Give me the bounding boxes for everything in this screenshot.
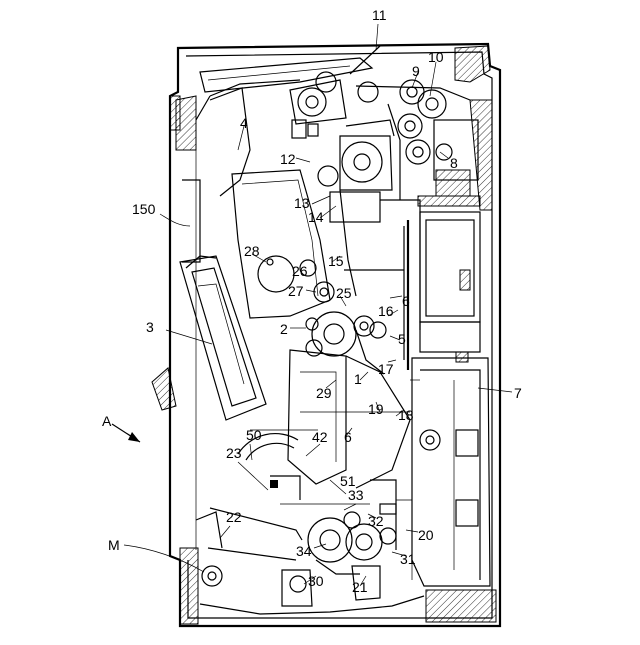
ref-26: 26 bbox=[292, 263, 308, 279]
ref-21: 21 bbox=[352, 579, 368, 595]
ref-29: 29 bbox=[316, 385, 332, 401]
ref-22: 22 bbox=[226, 509, 242, 525]
ref-M: M bbox=[108, 537, 120, 553]
laser-scanner-unit bbox=[418, 196, 480, 352]
ref-15: 15 bbox=[328, 253, 344, 269]
central-heater-block bbox=[318, 120, 394, 222]
ref-23: 23 bbox=[226, 445, 242, 461]
ref-10: 10 bbox=[428, 49, 444, 65]
ref-6: 6 bbox=[402, 293, 410, 309]
photosensitive-drum bbox=[306, 312, 386, 356]
ref-1: 1 bbox=[354, 371, 362, 387]
ref-7: 7 bbox=[514, 385, 522, 401]
ref-27: 27 bbox=[288, 283, 304, 299]
fixing-unit bbox=[358, 80, 478, 200]
ref-4: 4 bbox=[240, 115, 248, 131]
ref-28: 28 bbox=[244, 243, 260, 259]
ref-16: 16 bbox=[378, 303, 394, 319]
ref-32: 32 bbox=[368, 513, 384, 529]
ref-6b: 6 bbox=[344, 429, 352, 445]
ref-A: A bbox=[102, 413, 112, 429]
ref-31: 31 bbox=[400, 551, 416, 567]
outer-housing bbox=[170, 44, 500, 626]
ref-34: 34 bbox=[296, 543, 312, 559]
ref-150: 150 bbox=[132, 201, 156, 217]
ref-50: 50 bbox=[246, 427, 262, 443]
ref-9: 9 bbox=[412, 63, 420, 79]
ref-17: 17 bbox=[378, 361, 394, 377]
ref-12: 12 bbox=[280, 151, 296, 167]
ref-2: 2 bbox=[280, 321, 288, 337]
ref-25: 25 bbox=[336, 285, 352, 301]
ref-11: 11 bbox=[372, 7, 387, 23]
ref-3: 3 bbox=[146, 319, 154, 335]
cartridge-housing bbox=[210, 88, 334, 318]
ref-33: 33 bbox=[348, 487, 364, 503]
ref-5: 5 bbox=[398, 331, 406, 347]
ref-30: 30 bbox=[308, 573, 324, 589]
ref-8: 8 bbox=[450, 155, 458, 171]
ref-19: 19 bbox=[368, 401, 384, 417]
ref-14: 14 bbox=[308, 209, 324, 225]
ref-42: 42 bbox=[312, 429, 328, 445]
ref-18: 18 bbox=[398, 407, 414, 423]
paper-cassette bbox=[412, 352, 490, 586]
ref-20: 20 bbox=[418, 527, 434, 543]
